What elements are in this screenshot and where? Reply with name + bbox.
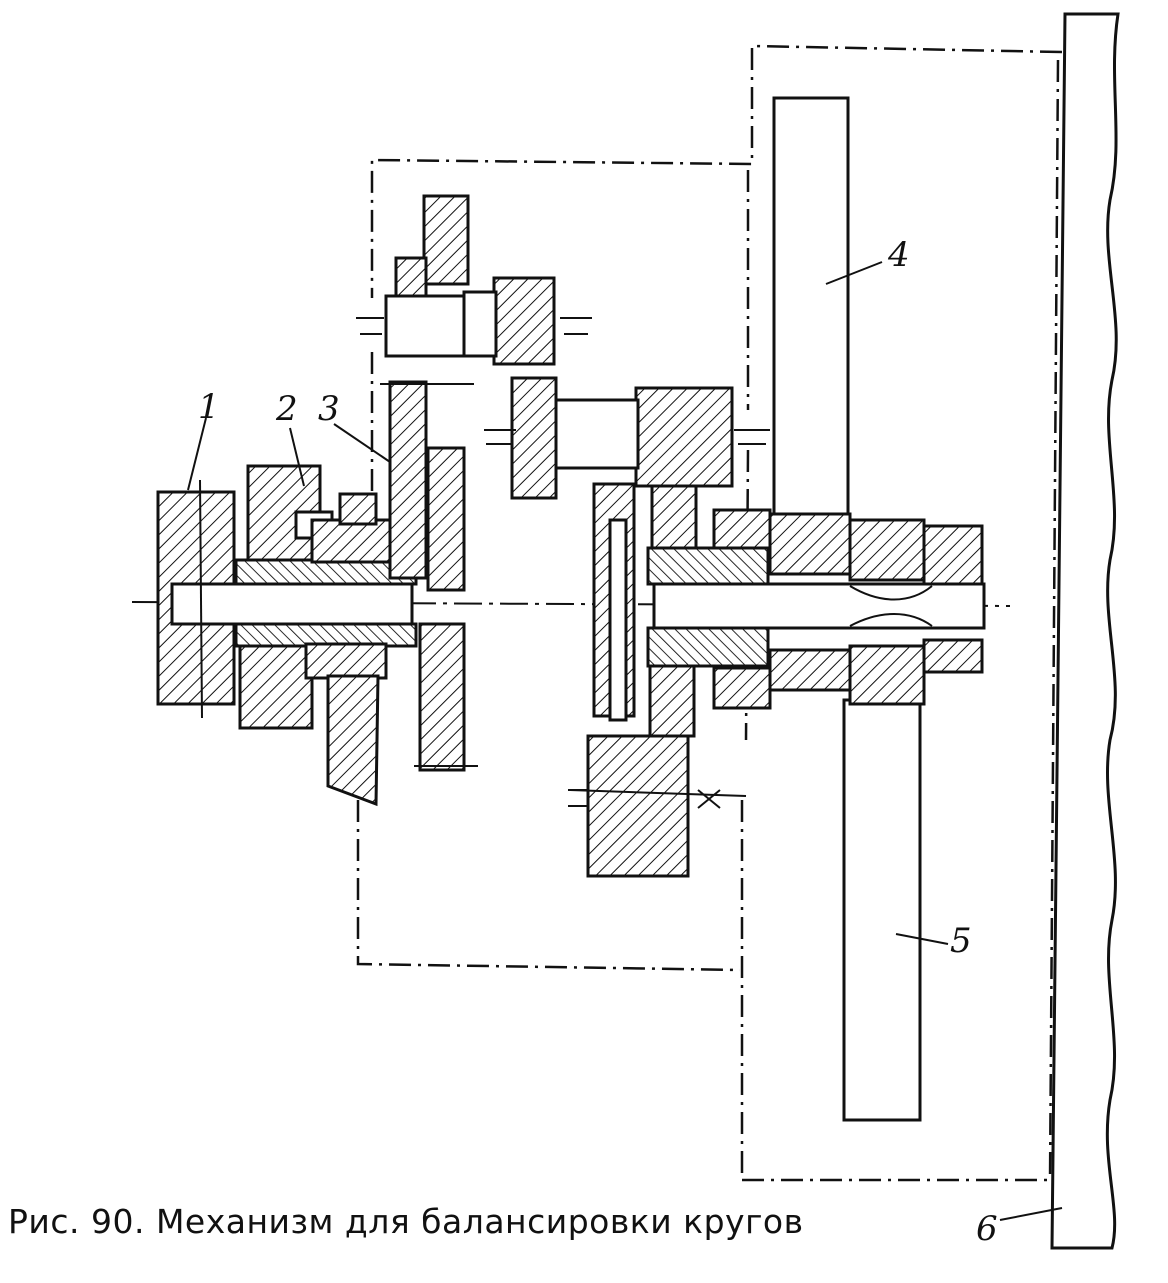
upper-gear — [356, 276, 592, 366]
right-shaft-hub — [646, 508, 986, 710]
part-labels: 1 2 3 4 5 6 — [198, 235, 998, 1249]
label-1: 1 — [198, 387, 220, 427]
balance-bar-4 — [772, 96, 850, 520]
frame-6 — [1050, 12, 1120, 1250]
leader-lines — [187, 261, 1063, 1221]
left-gear-plate — [380, 194, 478, 772]
right-gear-block — [568, 482, 747, 878]
hub-2 — [234, 464, 418, 730]
figure-caption: Рис. 90. Механизм для балансировки круго… — [8, 1202, 804, 1241]
collar-3 — [304, 492, 394, 807]
label-2: 2 — [275, 389, 298, 429]
label-5: 5 — [950, 921, 972, 961]
balance-bar-5 — [842, 698, 922, 1122]
middle-gear — [484, 376, 770, 500]
label-3: 3 — [318, 389, 340, 429]
label-6: 6 — [976, 1209, 998, 1249]
label-4: 4 — [887, 235, 910, 275]
